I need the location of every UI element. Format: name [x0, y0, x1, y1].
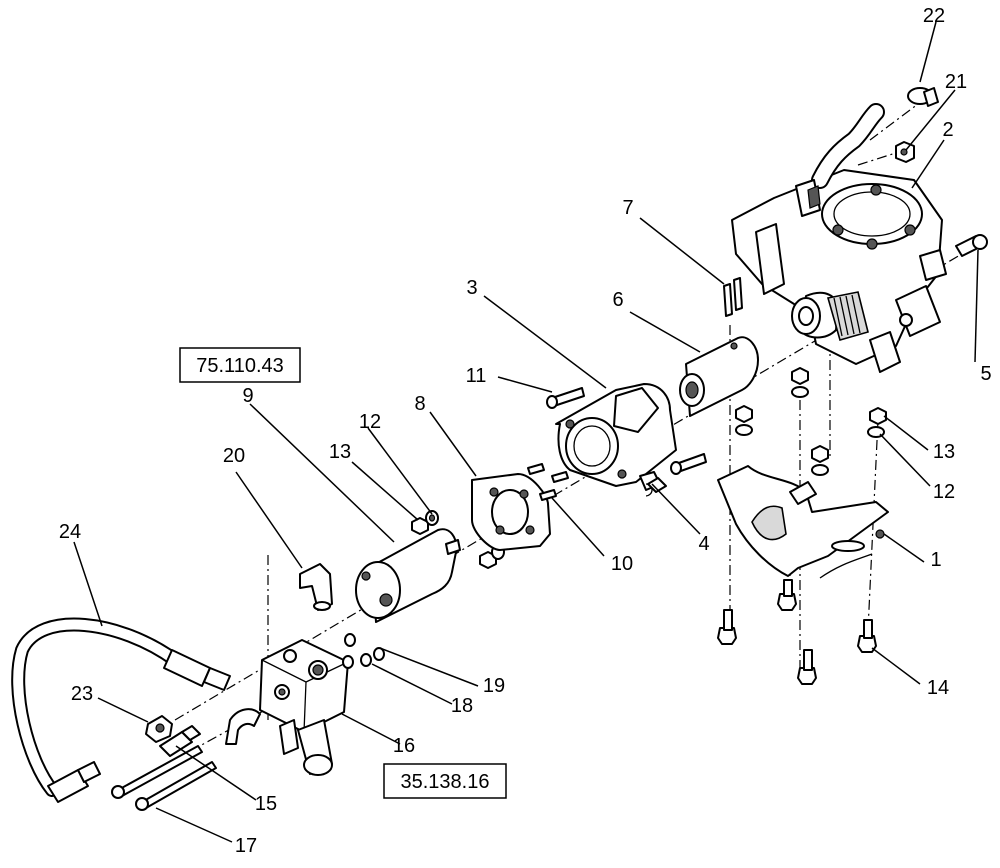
elbow-fitting-left — [225, 708, 261, 745]
bolt-4 — [647, 453, 707, 493]
callout-1: 1 — [930, 549, 941, 571]
callout-19: 19 — [483, 675, 505, 697]
callout-20: 20 — [223, 445, 245, 467]
nuts-washers-right — [735, 367, 887, 476]
callout-13-right: 13 — [933, 441, 955, 463]
callout-5: 5 — [980, 363, 991, 385]
callout-12-right: 12 — [933, 481, 955, 503]
callout-22: 22 — [923, 5, 945, 27]
bolt-11 — [546, 387, 585, 409]
callout-9: 9 — [242, 385, 253, 407]
hose-24 — [11, 617, 231, 803]
callout-14: 14 — [927, 677, 949, 699]
callout-16: 16 — [393, 735, 415, 757]
callout-4: 4 — [698, 533, 709, 555]
flange-plate-8 — [471, 473, 551, 551]
clamp-21 — [895, 141, 915, 163]
clamp-22 — [907, 87, 939, 107]
callout-10: 10 — [611, 553, 633, 575]
shaft-coupler-6 — [679, 336, 759, 417]
callout-21: 21 — [945, 71, 967, 93]
leader-lines — [73, 21, 979, 843]
pins-7 — [723, 277, 743, 317]
bolt-17b — [135, 761, 217, 811]
callout-13-left: 13 — [329, 441, 351, 463]
reference-75-110-43[interactable]: 75.110.43 — [196, 355, 284, 377]
callout-6: 6 — [612, 289, 623, 311]
bolt-17a — [111, 745, 203, 799]
reference-box-top[interactable]: 75.110.43 — [179, 347, 301, 383]
reference-box-bottom[interactable]: 35.138.16 — [383, 763, 507, 799]
callout-18: 18 — [451, 695, 473, 717]
callout-3: 3 — [466, 277, 477, 299]
bolt-5 — [955, 234, 988, 257]
callout-8: 8 — [414, 393, 425, 415]
bolts-14 — [717, 579, 877, 685]
callout-17: 17 — [235, 835, 257, 857]
callout-24: 24 — [59, 521, 81, 543]
callout-23: 23 — [71, 683, 93, 705]
reference-35-138-16[interactable]: 35.138.16 — [401, 771, 490, 793]
orings-18-19 — [342, 633, 385, 669]
callout-7: 7 — [622, 197, 633, 219]
coupling-housing-3 — [555, 383, 677, 497]
callout-12-left: 12 — [359, 411, 381, 433]
fitting-23 — [145, 715, 173, 743]
callout-2: 2 — [942, 119, 953, 141]
mounting-bracket-1 — [717, 465, 889, 579]
fitting-15 — [159, 725, 201, 757]
pump-2 — [731, 103, 947, 373]
callout-labels: 22 21 2 7 6 3 11 8 9 12 13 20 24 10 4 5 … — [59, 5, 992, 857]
callout-15: 15 — [255, 793, 277, 815]
elbow-fitting-20 — [299, 563, 333, 611]
screws-10 — [527, 463, 569, 501]
callout-11: 11 — [466, 365, 487, 387]
motor-9 — [355, 528, 461, 623]
valve-block-16 — [259, 639, 349, 776]
